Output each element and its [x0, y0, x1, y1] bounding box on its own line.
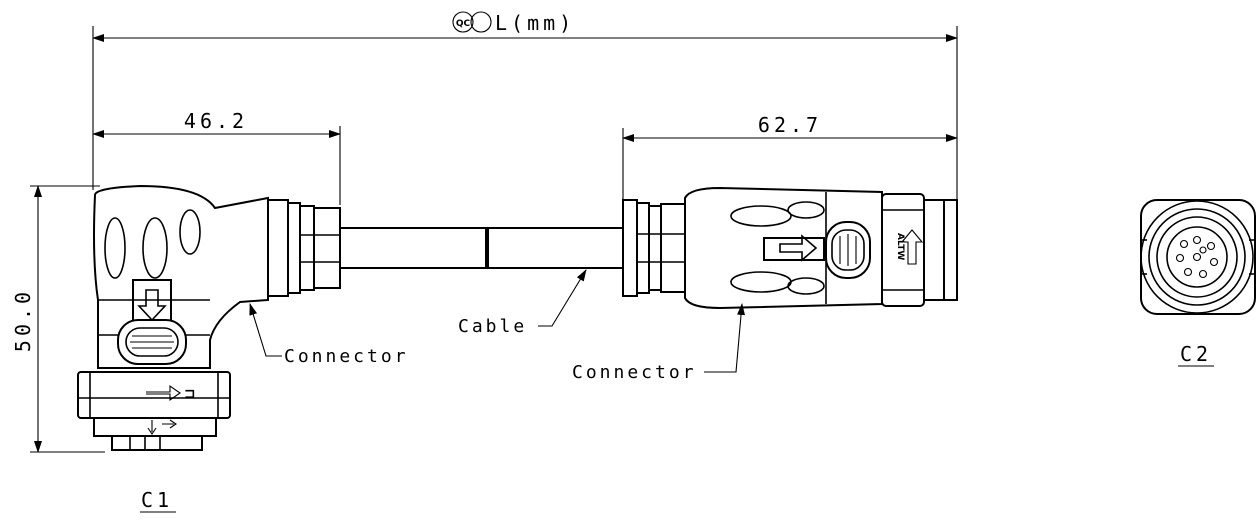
right-connector-length-label: 62.7 — [758, 113, 822, 137]
right-connector-callout-text: Connector — [572, 362, 697, 383]
overall-length-dimension: QC L(mm) — [92, 11, 958, 200]
overall-length-label: L(mm) — [495, 11, 575, 35]
c2-end-view — [1140, 199, 1256, 315]
callout-left-connector: Connector — [249, 303, 409, 367]
height-label: 50.0 — [11, 288, 35, 352]
callout-cable: Cable — [458, 269, 587, 337]
qc-mark: QC — [452, 11, 492, 33]
cable — [339, 227, 625, 269]
left-connector-length-dimension: 46.2 — [92, 109, 341, 205]
c1-label: C1 — [141, 488, 173, 512]
right-connector-length-dimension: 62.7 — [622, 113, 958, 200]
right-plug-marking: ALTW — [895, 233, 905, 260]
left-connector-length-label: 46.2 — [184, 109, 248, 133]
view-label-c2: C2 — [1178, 342, 1214, 367]
cable-callout-text: Cable — [458, 316, 527, 337]
svg-text:⊐: ⊐ — [184, 386, 196, 402]
height-dimension: 50.0 — [11, 185, 105, 453]
left-connector: ⊐ — [77, 184, 341, 451]
c2-label: C2 — [1180, 342, 1212, 366]
left-connector-callout-text: Connector — [284, 346, 409, 367]
callout-right-connector: Connector — [572, 303, 746, 383]
right-connector: ALTW — [622, 186, 958, 310]
view-label-c1: C1 — [140, 488, 176, 513]
qc-mark-text: QC — [456, 19, 471, 29]
